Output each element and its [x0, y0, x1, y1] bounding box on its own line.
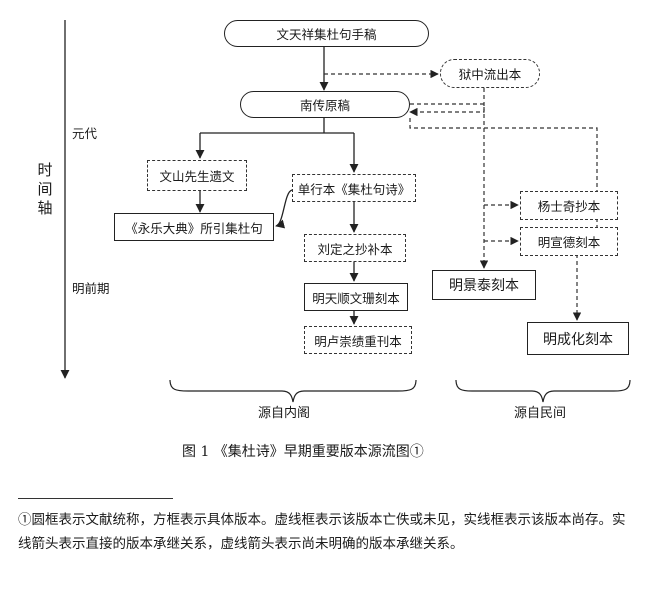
node-wenshan: 文山先生遗文 — [147, 160, 247, 191]
edge-nanchuan-right — [410, 103, 485, 218]
group-label-palace: 源自内阁 — [258, 406, 311, 421]
axis-title: 时间轴 — [37, 161, 53, 217]
node-nanchuan: 南传原稿 — [240, 91, 410, 118]
figure-caption: 图 1 《集杜诗》早期重要版本源流图① — [182, 444, 424, 460]
brace-folk — [455, 379, 631, 403]
node-danxing: 单行本《集杜句诗》 — [292, 174, 416, 202]
node-chenghua: 明成化刻本 — [527, 322, 629, 355]
node-prison-copy: 狱中流出本 — [440, 59, 540, 88]
node-tianshun: 明天顺文珊刻本 — [304, 283, 408, 311]
node-jingtai: 明景泰刻本 — [432, 270, 536, 300]
edge-danxing-yongle — [275, 189, 293, 229]
node-xuande: 明宣德刻本 — [520, 227, 618, 256]
node-liuding: 刘定之抄补本 — [304, 234, 406, 262]
edge-prison-nanchuan — [409, 88, 485, 117]
node-yongle: 《永乐大典》所引集杜句 — [114, 213, 274, 241]
brace-palace — [169, 379, 417, 403]
node-manuscript: 文天祥集杜句手稿 — [224, 20, 429, 47]
footnote-divider — [18, 498, 173, 499]
node-yangshiqi: 杨士奇抄本 — [520, 191, 618, 220]
era-label-early-ming: 明前期 — [72, 281, 110, 296]
edge-nanchuan-split — [200, 118, 354, 134]
group-label-folk: 源自民间 — [514, 406, 567, 421]
footnote-text: ①圆框表示文献统称，方框表示具体版本。虚线框表示该版本亡佚或未见，实线框表示该版… — [18, 512, 626, 552]
era-label-yuan: 元代 — [72, 126, 98, 141]
node-luchong: 明卢崇绩重刊本 — [304, 326, 412, 354]
